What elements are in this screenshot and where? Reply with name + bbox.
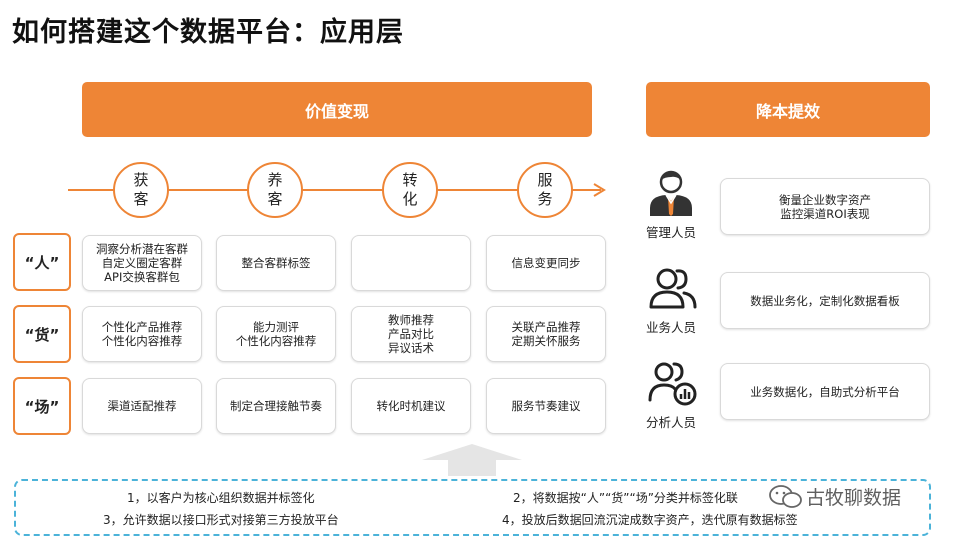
up-arrow	[422, 444, 522, 476]
stage-nurture: 养客	[247, 162, 303, 218]
stage-convert: 转化	[382, 162, 438, 218]
role-label-manager: 管理人员	[645, 225, 696, 240]
value-banner: 价值变现	[82, 82, 592, 137]
row-label-place: “场”	[13, 377, 71, 435]
cell-place-convert: 转化时机建议	[351, 378, 471, 434]
manager-icon	[650, 170, 692, 216]
stage-service: 服务	[517, 162, 573, 218]
cell-place-service: 服务节奏建议	[486, 378, 606, 434]
row-label-goods: “货”	[13, 305, 71, 363]
cell-place-acquire: 渠道适配推荐	[82, 378, 202, 434]
role-desc-analyst: 业务数据化，自助式分析平台	[720, 363, 930, 420]
cell-people-acquire: 洞察分析潜在客群 自定义圈定客群 API交换客群包	[82, 235, 202, 291]
page-title: 如何搭建这个数据平台：应用层	[12, 17, 404, 48]
analyst-icon	[648, 362, 697, 406]
role-label-analyst: 分析人员	[645, 415, 696, 430]
role-label-business: 业务人员	[645, 320, 696, 335]
cell-goods-nurture: 能力测评 个性化内容推荐	[216, 306, 336, 362]
principle-2: 2，将数据按“人”“货”“场”分类并标签化联	[513, 491, 738, 505]
cell-people-nurture: 整合客群标签	[216, 235, 336, 291]
cost-banner: 降本提效	[646, 82, 930, 137]
cell-people-service: 信息变更同步	[486, 235, 606, 291]
cell-goods-service: 关联产品推荐 定期关怀服务	[486, 306, 606, 362]
principle-1: 1，以客户为核心组织数据并标签化	[127, 491, 315, 505]
data-principles-box	[14, 479, 931, 536]
role-desc-business: 数据业务化，定制化数据看板	[720, 272, 930, 329]
wechat-icon	[769, 485, 802, 508]
principle-3: 3，允许数据以接口形式对接第三方投放平台	[103, 513, 339, 527]
watermark: 古牧聊数据	[806, 487, 902, 509]
role-desc-manager: 衡量企业数字资产 监控渠道ROI表现	[720, 178, 930, 235]
cell-goods-convert: 教师推荐 产品对比 异议话术	[351, 306, 471, 362]
cell-people-convert	[351, 235, 471, 291]
stage-acquire: 获客	[113, 162, 169, 218]
cell-goods-acquire: 个性化产品推荐 个性化内容推荐	[82, 306, 202, 362]
cell-place-nurture: 制定合理接触节奏	[216, 378, 336, 434]
principle-4: 4，投放后数据回流沉淀成数字资产，迭代原有数据标签	[502, 513, 798, 527]
business-users-icon	[649, 268, 697, 309]
row-label-people: “人”	[13, 233, 71, 291]
